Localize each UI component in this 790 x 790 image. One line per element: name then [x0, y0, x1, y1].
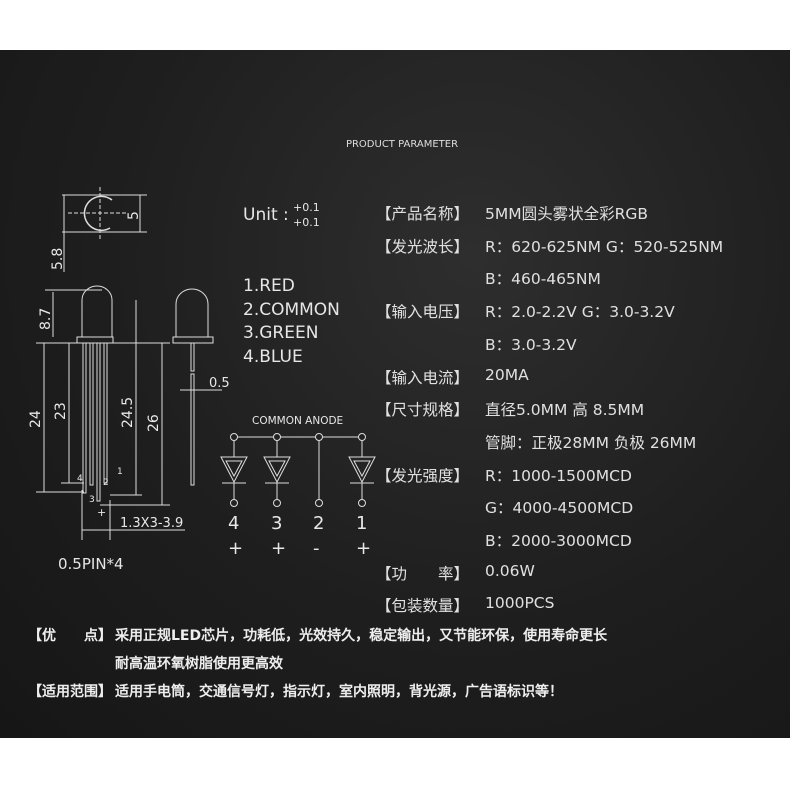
dim-pitch: 1.3X3-3.9	[120, 516, 183, 531]
pin-legend-4: 4.BLUE	[243, 347, 303, 367]
terminal-node	[315, 433, 323, 441]
spec-label: 【输入电流】	[376, 368, 470, 387]
spec-value: 5MM圆头雾状全彩RGB	[485, 205, 649, 223]
spec-value: R：620-625NM G：520-525NM	[485, 237, 724, 256]
circuit-pin-number: 2	[313, 513, 324, 534]
tolerance-lower: +0.1	[293, 216, 320, 229]
diode-icon	[348, 456, 376, 484]
applications-label: 【适用范围】	[28, 684, 112, 700]
pin-legend-1: 1.RED	[243, 276, 295, 296]
front-view: 0.5	[172, 288, 230, 486]
spec-label: 【尺寸规格】	[376, 401, 470, 420]
pin-mark-1: 1	[117, 467, 123, 477]
spec-value: 直径5.0MM 高 8.5MM	[485, 401, 645, 420]
spec-label: 【发光波长】	[376, 237, 470, 256]
terminal-node	[315, 499, 323, 507]
tolerance-upper: +0.1	[293, 201, 320, 214]
spec-label: 【产品名称】	[376, 205, 470, 223]
dim-lead-24-5: 24.5	[120, 397, 136, 428]
circuit-pin-polarity: +	[356, 538, 371, 559]
circuit-pin-polarity: -	[313, 538, 320, 559]
terminal-node	[230, 433, 238, 441]
dim-diameter: 5	[126, 211, 142, 220]
dim-dome-height: 8.7	[38, 308, 54, 330]
spec-value: B：2000-3000MCD	[485, 532, 632, 550]
spec-label: 【发光强度】	[376, 466, 470, 485]
circuit-pin-polarity: +	[271, 538, 286, 559]
terminal-node	[358, 499, 366, 507]
diode-icon	[263, 456, 291, 484]
dim-lead-width: 0.5	[209, 376, 230, 391]
side-view: 8.7 24 23 24.5 26 1 2 3 4 + 1.3X3-3.9	[28, 285, 185, 540]
circuit-title: COMMON ANODE	[252, 415, 343, 427]
circuit-pin-polarity: +	[228, 538, 243, 559]
spec-value: 1000PCS	[485, 594, 555, 613]
features-label: 【优 点】	[28, 628, 112, 644]
spec-value: 管脚：正极28MM 负极 26MM	[485, 433, 697, 452]
spec-value: B：3.0-3.2V	[485, 335, 577, 354]
diode-icon	[220, 456, 248, 484]
spec-value: R：1000-1500MCD	[485, 466, 632, 485]
dim-lead-23: 23	[53, 402, 69, 420]
pin-mark-2: 2	[103, 478, 109, 488]
product-panel	[0, 50, 790, 738]
page-title: PRODUCT PARAMETER	[345, 139, 459, 150]
unit-label: Unit :	[243, 205, 289, 225]
spec-value: B：460-465NM	[485, 270, 601, 289]
circuit-pin-number: 3	[271, 513, 282, 534]
dim-flange: 5.8	[50, 248, 66, 270]
spec-value: 20MA	[485, 365, 529, 384]
plus-mark: +	[97, 506, 106, 519]
spec-label: 【功 率】	[376, 564, 470, 583]
spec-label: 【输入电压】	[376, 303, 470, 322]
applications-text: 适用手电筒，交通信号灯，指示灯，室内照明，背光源，广告语标识等！	[115, 684, 563, 700]
common-anode-circuit: COMMON ANODE 4 +3 +2 - 1 +	[220, 415, 376, 559]
pin-mark-4: 4	[77, 474, 83, 484]
spec-value: G：4000-4500MCD	[485, 499, 634, 518]
pin-legend-3: 3.GREEN	[243, 323, 319, 343]
terminal-node	[273, 433, 281, 441]
pin-mark-3: 3	[89, 495, 95, 505]
dim-lead-26: 26	[146, 414, 162, 432]
features-line-2: 耐高温环氧树脂使用更高效	[115, 656, 283, 672]
pin-legend-2: 2.COMMON	[243, 300, 340, 320]
dim-lead-24: 24	[28, 410, 44, 428]
pin-spec: 0.5PIN*4	[58, 555, 124, 573]
spec-value: 0.06W	[485, 561, 535, 580]
features-line-1: 采用正规LED芯片，功耗低，光效持久，稳定输出，又节能环保，使用寿命更长	[115, 628, 608, 644]
terminal-node	[230, 499, 238, 507]
terminal-node	[358, 433, 366, 441]
spec-value: R：2.0-2.2V G：3.0-3.2V	[485, 303, 675, 322]
top-view: 5 5.8	[50, 187, 147, 272]
circuit-pin-number: 4	[228, 513, 239, 534]
circuit-pin-number: 1	[356, 513, 367, 534]
spec-label: 【包装数量】	[376, 597, 470, 616]
terminal-node	[273, 499, 281, 507]
